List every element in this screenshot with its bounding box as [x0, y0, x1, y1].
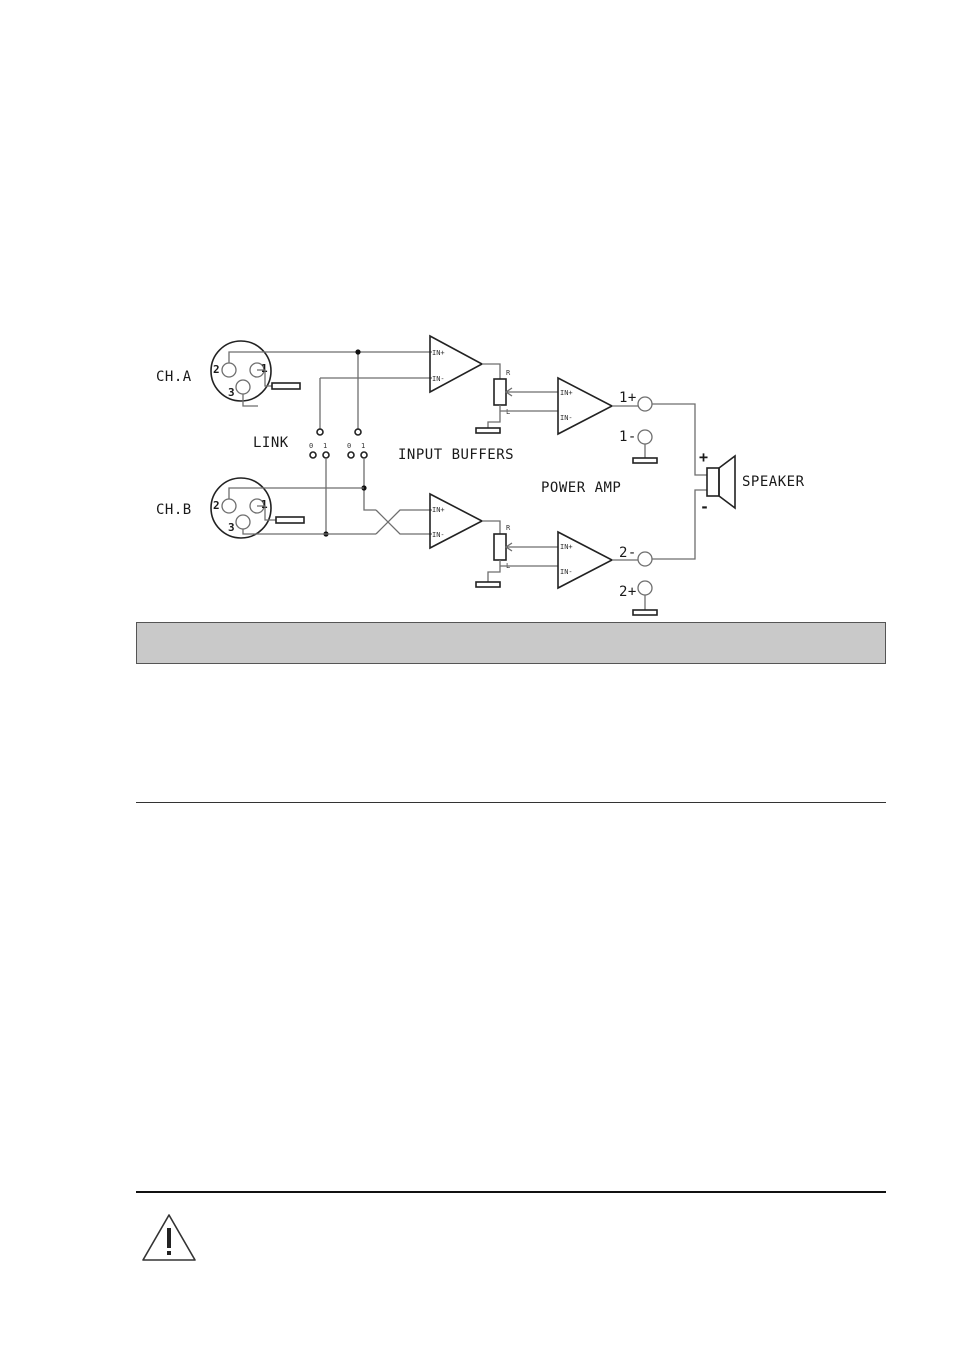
output-terminal-2-plus	[637, 580, 653, 596]
input-buffers-label: INPUT BUFFERS	[398, 447, 514, 463]
svg-text:IN+: IN+	[432, 506, 445, 514]
power-amp-label: POWER AMP	[541, 480, 621, 496]
speaker-icon	[706, 454, 736, 510]
xlr-pin-label: 2	[213, 499, 220, 512]
output-terminal-1-minus	[637, 429, 653, 445]
out-1-minus-label: 1-	[619, 429, 637, 445]
out-2-plus-label: 2+	[619, 584, 637, 600]
xlr-pin-label: 3	[228, 521, 235, 534]
speaker-plus-label: +	[699, 448, 708, 466]
svg-text:1: 1	[323, 442, 327, 450]
out-1-plus-label: 1+	[619, 390, 637, 406]
svg-text:IN-: IN-	[560, 414, 573, 422]
link-switch-2: 0 1	[347, 428, 368, 459]
svg-text:IN-: IN-	[432, 375, 445, 383]
link-switch-1: 0 1	[309, 428, 330, 459]
speaker-label: SPEAKER	[742, 474, 805, 490]
svg-text:0: 0	[347, 442, 351, 450]
power-amp-a: IN+ IN-	[557, 376, 614, 436]
xlr-connector-ch-b: 2 1 3	[210, 477, 272, 539]
link-label: LINK	[253, 435, 289, 451]
input-buffer-a: IN+ IN-	[429, 334, 484, 394]
xlr-connector-ch-a: 2 1 3	[210, 340, 272, 402]
svg-text:0: 0	[309, 442, 313, 450]
svg-text:1: 1	[361, 442, 365, 450]
svg-text:IN-: IN-	[432, 531, 445, 539]
svg-text:IN-: IN-	[560, 568, 573, 576]
svg-text:IN+: IN+	[432, 349, 445, 357]
amplifier-block-diagram: 2 1 3 CH.A LINK 0 1 0 1 2 1 3 CH.B	[156, 334, 805, 616]
svg-text:IN+: IN+	[560, 543, 573, 551]
warning-divider	[136, 1191, 886, 1193]
warning-triangle-icon	[142, 1214, 196, 1261]
xlr-pin-label: 1	[261, 362, 268, 375]
ch-a-label: CH.A	[156, 369, 192, 385]
xlr-pin-label: 3	[228, 386, 235, 399]
figure-caption-bar	[136, 622, 886, 664]
output-terminal-2-minus	[637, 551, 653, 567]
volume-pot-b	[493, 533, 507, 561]
input-buffer-b: IN+ IN-	[429, 492, 484, 550]
svg-text:IN+: IN+	[560, 389, 573, 397]
ch-b-label: CH.B	[156, 502, 192, 518]
svg-text:R: R	[506, 369, 511, 377]
ground-symbol	[271, 382, 301, 390]
out-2-minus-label: 2-	[619, 545, 637, 561]
ground-symbol	[275, 516, 305, 524]
svg-text:R: R	[506, 524, 511, 532]
section-divider	[136, 802, 886, 803]
svg-text:L: L	[506, 408, 510, 416]
volume-pot-a	[493, 378, 507, 406]
xlr-pin-label: 1	[261, 498, 268, 511]
output-terminal-1-plus	[637, 396, 653, 412]
power-amp-b: IN+ IN-	[557, 530, 614, 590]
xlr-pin-label: 2	[213, 363, 220, 376]
speaker-minus-label: -	[700, 498, 709, 516]
